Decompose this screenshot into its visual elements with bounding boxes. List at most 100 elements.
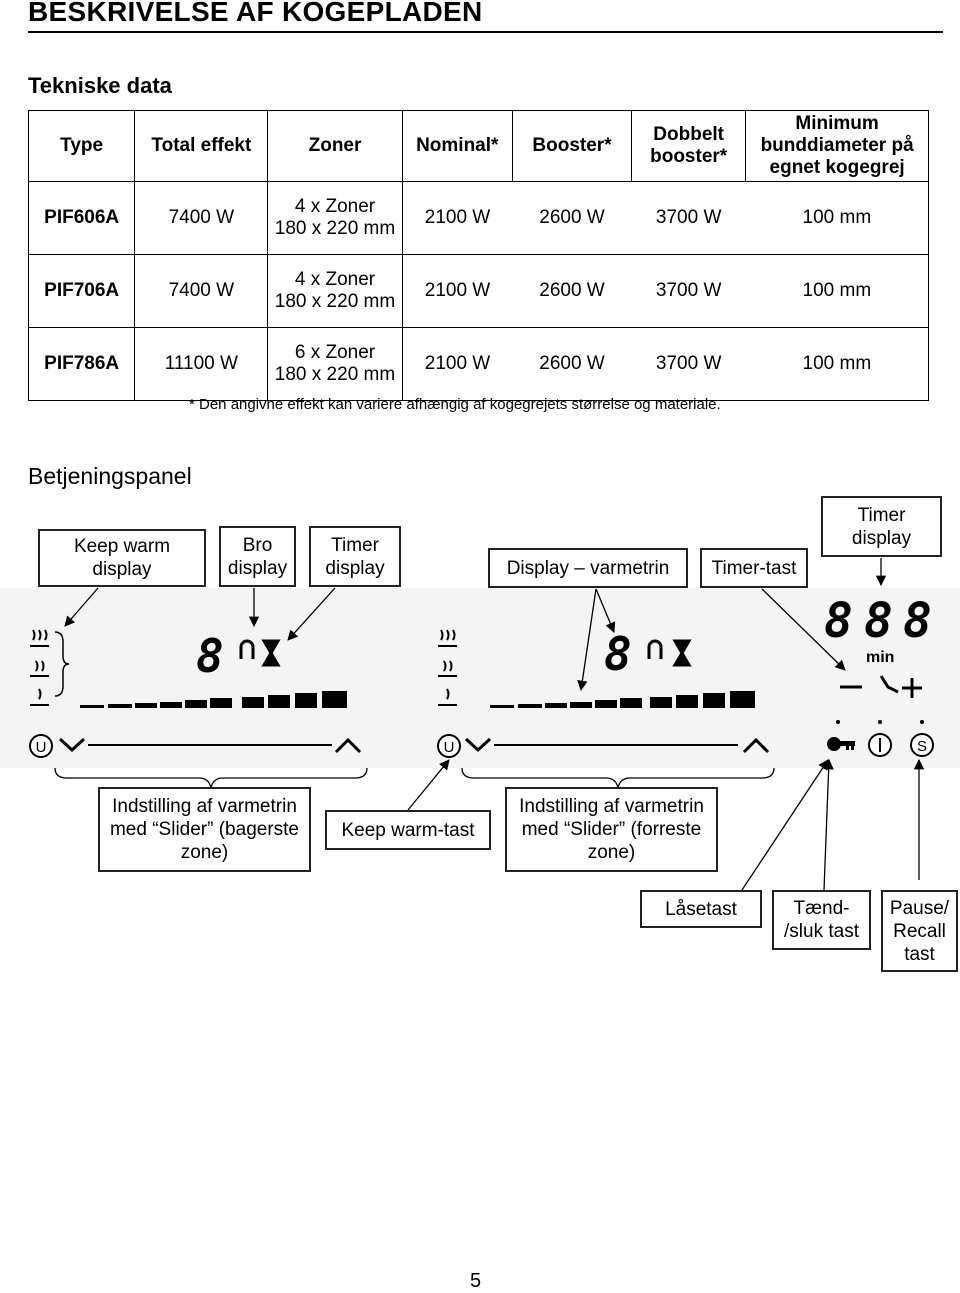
cell-type: PIF706A (27, 254, 135, 328)
cell-zones: 4 x Zoner 180 x 220 mm (267, 254, 403, 328)
label-timer-tast: Timer-tast (700, 548, 808, 588)
cell-booster: 2600 W (512, 181, 632, 255)
brace-front-slider (461, 767, 775, 789)
header-booster: Booster* (511, 110, 632, 182)
cell-min: 100 mm (745, 181, 929, 255)
label-line: zone) (587, 842, 636, 863)
keep-warm-key-left[interactable]: U (29, 734, 53, 758)
cell-type: PIF606A (27, 181, 135, 255)
label-line: /sluk tast (784, 921, 859, 942)
hourglass-icon (261, 639, 281, 667)
hourglass-icon-front (672, 639, 692, 667)
label-line: display (227, 557, 288, 579)
table-footnote: * Den angivne effekt kan variere afhængi… (189, 396, 721, 413)
spec-table: Type Total effekt Zoner Nominal* Booster… (27, 110, 929, 401)
onoff-key-icon[interactable] (868, 733, 892, 757)
cell-zones: 4 x Zoner 180 x 220 mm (267, 181, 403, 255)
cell-zones-line2: 180 x 220 mm (274, 291, 396, 312)
cell-total: 11100 W (134, 327, 268, 401)
brace-rear-slider (54, 767, 368, 789)
svg-text:U: U (36, 739, 47, 756)
cell-nominal: 2100 W (401, 181, 513, 255)
keep-warm-level-icons (30, 629, 49, 706)
cell-double: 3700 W (631, 327, 746, 401)
slider-left-up-arrow[interactable] (334, 737, 362, 754)
header-double-line2: booster* (650, 146, 728, 167)
title-divider (28, 31, 943, 33)
section-heading-panel: Betjeningspanel (28, 463, 192, 489)
table-row: PIF706A 7400 W 4 x Zoner 180 x 220 mm 21… (27, 254, 929, 328)
cell-zones-line1: 4 x Zoner (294, 269, 376, 290)
header-zones: Zoner (267, 110, 403, 182)
header-double-line1: Dobbelt (653, 124, 724, 145)
keep-warm-level-icons-front (438, 629, 457, 706)
timer-digit-3: 8 (903, 593, 932, 649)
page-title: BESKRIVELSE AF KOGEPLADEN (28, 0, 483, 27)
slider-right-down-arrow[interactable] (464, 737, 492, 753)
label-line: Recall (893, 920, 946, 942)
header-type: Type (27, 110, 135, 182)
label-lock-key: Låsetast (640, 890, 762, 928)
timer-min-label: min (866, 649, 894, 666)
label-onoff-key: Tænd-/sluk tast (772, 890, 871, 950)
label-line: Bro (242, 534, 273, 556)
pause-key-indicator (920, 720, 924, 724)
cell-min: 100 mm (745, 254, 929, 328)
cell-zones-line1: 4 x Zoner (294, 196, 376, 217)
label-line: tast (904, 943, 935, 965)
label-line: display (92, 559, 152, 580)
label-line: Indstilling af varmetrin (112, 796, 297, 817)
cell-total: 7400 W (134, 181, 268, 255)
label-line: display (851, 527, 912, 549)
callout-arrows-bottom (407, 758, 925, 891)
cell-double: 3700 W (631, 181, 746, 255)
header-double-booster: Dobbelt booster* (631, 110, 746, 182)
cell-min: 100 mm (745, 327, 929, 401)
cell-nominal: 2100 W (401, 327, 513, 401)
cell-zones-line1: 6 x Zoner (294, 342, 376, 363)
callout-arrows-top (64, 558, 887, 692)
keep-warm-key-right[interactable]: U (437, 734, 461, 758)
cell-booster: 2600 W (512, 327, 632, 401)
label-line: Timer (331, 534, 379, 556)
slider-rear[interactable] (80, 691, 347, 708)
lock-key-icon[interactable] (827, 737, 855, 751)
label-keep-warm-key: Keep warm-tast (325, 810, 491, 850)
section-heading-tech: Tekniske data (28, 73, 172, 98)
table-row: PIF606A 7400 W 4 x Zoner 180 x 220 mm 21… (27, 181, 929, 255)
header-nominal: Nominal* (401, 110, 513, 182)
label-line: med “Slider” (forreste (521, 819, 702, 840)
timer-clock-icon[interactable] (879, 675, 899, 694)
cell-double: 3700 W (631, 254, 746, 328)
label-line: Indstilling af varmetrin (519, 796, 704, 817)
label-line: zone) (180, 842, 229, 863)
table-header-row: Type Total effekt Zoner Nominal* Booster… (27, 110, 929, 182)
pause-recall-key-icon[interactable]: S (910, 733, 934, 757)
svg-text:U: U (444, 739, 455, 756)
label-line: med “Slider” (bagerste (109, 819, 300, 840)
table-row: PIF786A 11100 W 6 x Zoner 180 x 220 mm 2… (27, 327, 929, 401)
timer-digit-2: 8 (864, 593, 893, 649)
control-panel-background (0, 588, 960, 768)
slider-front[interactable] (490, 691, 755, 708)
label-line: Keep warm (73, 536, 171, 557)
timer-digit-1: 8 (824, 593, 853, 649)
keep-warm-bracket (54, 631, 70, 697)
bridge-icon-front (647, 639, 663, 659)
header-min-line2: bunddiameter på (760, 135, 914, 156)
cell-total: 7400 W (134, 254, 268, 328)
slider-right-up-arrow[interactable] (742, 737, 770, 754)
page-number: 5 (470, 1270, 482, 1292)
cell-zones-line2: 180 x 220 mm (274, 218, 396, 239)
timer-plus-button[interactable] (902, 678, 922, 698)
slider-left-down-arrow[interactable] (58, 737, 86, 753)
label-line: display (325, 557, 385, 579)
